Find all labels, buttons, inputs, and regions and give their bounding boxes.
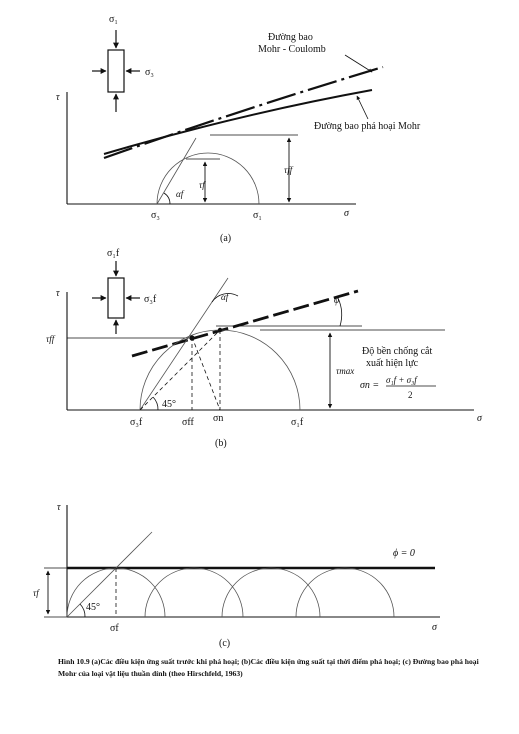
sigman-tick-b: σn (213, 413, 223, 424)
panel-c: τ σ ϕ = 0 45° τf σf (c) (33, 502, 440, 649)
circle-top-point-b (217, 327, 223, 333)
sigma-f-tick-c: σf (110, 623, 119, 634)
failure-envelope-b (131, 289, 359, 358)
failure-plane-line-c (66, 531, 153, 618)
figure-caption: Hình 10.9 (a)Các điều kiện ứng suất trướ… (58, 657, 479, 678)
phi-zero-label: ϕ = 0 (393, 548, 415, 559)
shear-strength-note-line2: xuất hiện lực (366, 358, 419, 369)
tau-f-label-c: τf (33, 588, 40, 598)
panel-a: σ₁ σ₃ τ σ αf τf τff σ₃ σ₁ Đường bao Mohr… (56, 14, 421, 244)
stress-element-b: σ₁f σ₃f (92, 248, 157, 334)
panel-b: σ₁f σ₃f τ σ τff ϕ αf 45° τma (46, 248, 483, 449)
element-a-sigma1-label: σ₁ (109, 14, 118, 25)
sigma-axis-label-b: σ (477, 413, 483, 424)
panel-b-label: (b) (215, 438, 227, 449)
sigma1f-tick-b: σ₁f (291, 417, 304, 428)
mc-envelope-label-line2: Mohr - Coulomb (258, 44, 326, 55)
formula-numerator: σ₁f + σ₃f (386, 375, 418, 385)
panel-c-label: (c) (219, 638, 230, 649)
angle-45-label-b: 45° (162, 399, 176, 410)
mohr-envelope-label: Đường bao phá hoại Mohr (314, 121, 421, 132)
sigma3f-tick-b: σ₃f (130, 417, 143, 428)
tau-axis-label-b: τ (56, 288, 60, 299)
tau-axis-label-c: τ (57, 502, 61, 513)
sigma3-tick-a: σ₃ (151, 210, 160, 221)
phi-label-b: ϕ (334, 295, 339, 306)
mohr-failure-envelope-a (103, 89, 373, 155)
sigmaff-tick-b: σff (182, 417, 195, 428)
mohr-coulomb-envelope-a (103, 65, 384, 160)
element-b-sigma3-label: σ₃f (144, 294, 157, 305)
angle-45-label-c: 45° (86, 602, 100, 613)
tau-max-label-b: τmax (336, 366, 354, 376)
sigma-axis-label-c: σ (432, 622, 438, 633)
alpha-arc-a (163, 192, 171, 205)
formula-denominator: 2 (408, 390, 413, 400)
failure-plane-line-a (156, 137, 197, 205)
shear-strength-note-line1: Độ bền chống cắt (362, 346, 432, 357)
formula-lhs: σn = (360, 380, 379, 391)
tau-ff-label-a: τff (284, 165, 294, 175)
alpha-label-b: αf (221, 292, 230, 302)
alpha-label-a: αf (176, 189, 185, 199)
tangent-point-b (189, 335, 195, 341)
mohr-circle-b (139, 329, 301, 411)
mc-envelope-label-line1: Đường bao (268, 32, 313, 43)
mohr-circle-a (156, 152, 260, 205)
sigma-axis-label-a: σ (344, 208, 350, 219)
tau-axis-label-a: τ (56, 92, 60, 103)
element-b-sigma1-label: σ₁f (107, 248, 120, 259)
tau-ff-label-b: τff (46, 334, 56, 344)
sigma1-tick-a: σ₁ (253, 210, 262, 221)
panel-a-label: (a) (220, 233, 231, 244)
construction-line-45 (139, 329, 221, 411)
element-a-sigma3-label: σ₃ (145, 67, 154, 78)
stress-element-a: σ₁ σ₃ (92, 14, 154, 112)
tau-f-label-a: τf (199, 180, 206, 190)
